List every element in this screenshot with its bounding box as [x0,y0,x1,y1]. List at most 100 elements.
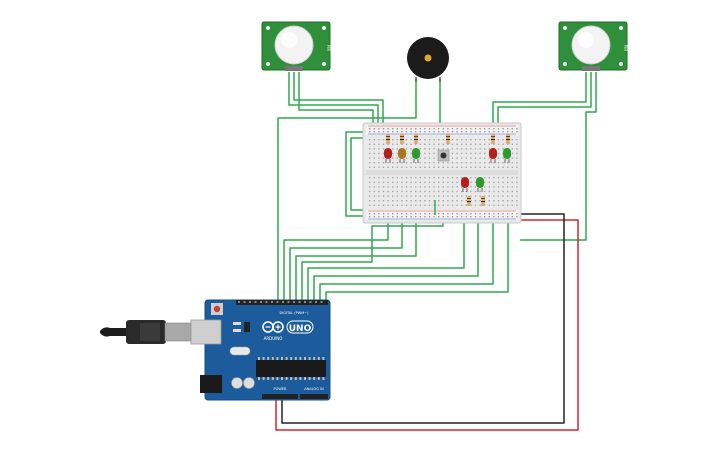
push-button[interactable] [437,149,450,162]
breadboard-hole [401,195,403,197]
breadboard-hole [392,186,394,188]
breadboard-hole [470,139,472,141]
breadboard-hole [461,148,463,150]
breadboard-hole [410,152,412,155]
pir-sensor-left[interactable]: PIR [261,21,331,71]
breadboard-hole [433,177,435,179]
breadboard-hole [438,204,440,206]
breadboard-hole [447,204,449,206]
breadboard-hole [424,200,426,202]
breadboard-hole [461,128,463,130]
breadboard-hole [392,190,394,193]
breadboard-hole [511,200,513,202]
breadboard-hole [433,157,435,159]
dc-power-jack [200,375,222,393]
breadboard-hole [405,177,408,179]
chip-pin [317,377,320,380]
breadboard-hole [424,148,426,150]
breadboard-hole [516,204,518,206]
breadboard-hole [507,143,509,145]
breadboard-hole [433,143,435,145]
breadboard-hole [497,162,500,164]
breadboard-hole [447,143,449,145]
breadboard-hole [419,181,421,183]
breadboard-hole [488,157,490,159]
breadboard-hole [474,186,477,188]
chip-pin [308,377,311,380]
breadboard-hole [378,204,380,206]
breadboard-hole [511,186,513,188]
breadboard-hole [433,200,435,202]
chip-pin [262,377,265,380]
chip-pin [299,357,302,360]
breadboard-hole [419,131,421,133]
breadboard-hole [442,177,444,179]
breadboard-hole [502,213,504,215]
breadboard-hole [424,157,426,159]
led-green [412,148,420,163]
breadboard-hole [511,195,513,197]
analog-label: ANALOG IN [304,387,324,391]
breadboard-hole [479,143,481,145]
breadboard-hole [451,139,454,141]
chip-pin [271,377,274,380]
breadboard-hole [502,139,504,141]
breadboard-hole [433,148,435,150]
breadboard-hole [419,204,421,206]
breadboard-hole [497,143,500,145]
breadboard-hole [479,190,481,193]
breadboard-hole [511,139,513,141]
breadboard-hole [474,166,477,168]
breadboard-hole [405,148,408,150]
header-pin [309,301,312,303]
breadboard-hole [424,216,426,218]
chip-pin [285,377,288,380]
breadboard-hole [387,186,389,188]
breadboard-hole [447,131,449,133]
breadboard-hole [378,195,380,197]
breadboard-hole [493,200,495,202]
breadboard-hole [419,186,421,188]
breadboard-hole [497,139,500,141]
pir-sensor-right[interactable]: PIR [558,21,628,71]
breadboard-hole [470,186,472,188]
breadboard-hole [405,200,408,202]
chip-pin [258,357,260,360]
breadboard-hole [378,131,380,133]
breadboard-hole [428,152,431,155]
breadboard-hole [511,128,513,130]
breadboard-hole [465,166,467,168]
piezo-buzzer[interactable] [407,37,449,82]
breadboard-hole [373,181,375,183]
breadboard-hole [410,204,412,206]
usb-plug-grip [140,323,160,341]
breadboard-hole [511,143,513,145]
breadboard-hole [474,200,477,202]
breadboard-hole [442,162,444,164]
breadboard-hole [396,148,398,150]
breadboard-hole [401,204,403,206]
breadboard-hole [488,131,490,133]
arduino-uno-board[interactable]: DIGITAL (PWM~) UNO ARDUINO POWER ANALOG … [190,299,331,401]
breadboard-hole [511,213,513,215]
breadboard-hole [447,213,449,215]
breadboard-hole [382,166,385,168]
breadboard-hole [369,204,371,206]
breadboard-hole [405,166,408,168]
breadboard-hole [497,190,500,193]
breadboard-hole [401,131,403,133]
breadboard[interactable] [362,122,522,224]
pir-pins [285,66,303,71]
breadboard-hole [479,152,481,155]
breadboard-hole [502,162,504,164]
chip-pin [276,377,279,380]
breadboard-hole [470,190,472,193]
breadboard-hole [369,148,371,150]
breadboard-hole [502,200,504,202]
breadboard-hole [461,216,463,218]
breadboard-hole [405,143,408,145]
breadboard-hole [447,195,449,197]
breadboard-hole [447,166,449,168]
breadboard-hole [424,162,426,164]
breadboard-hole [382,204,385,206]
